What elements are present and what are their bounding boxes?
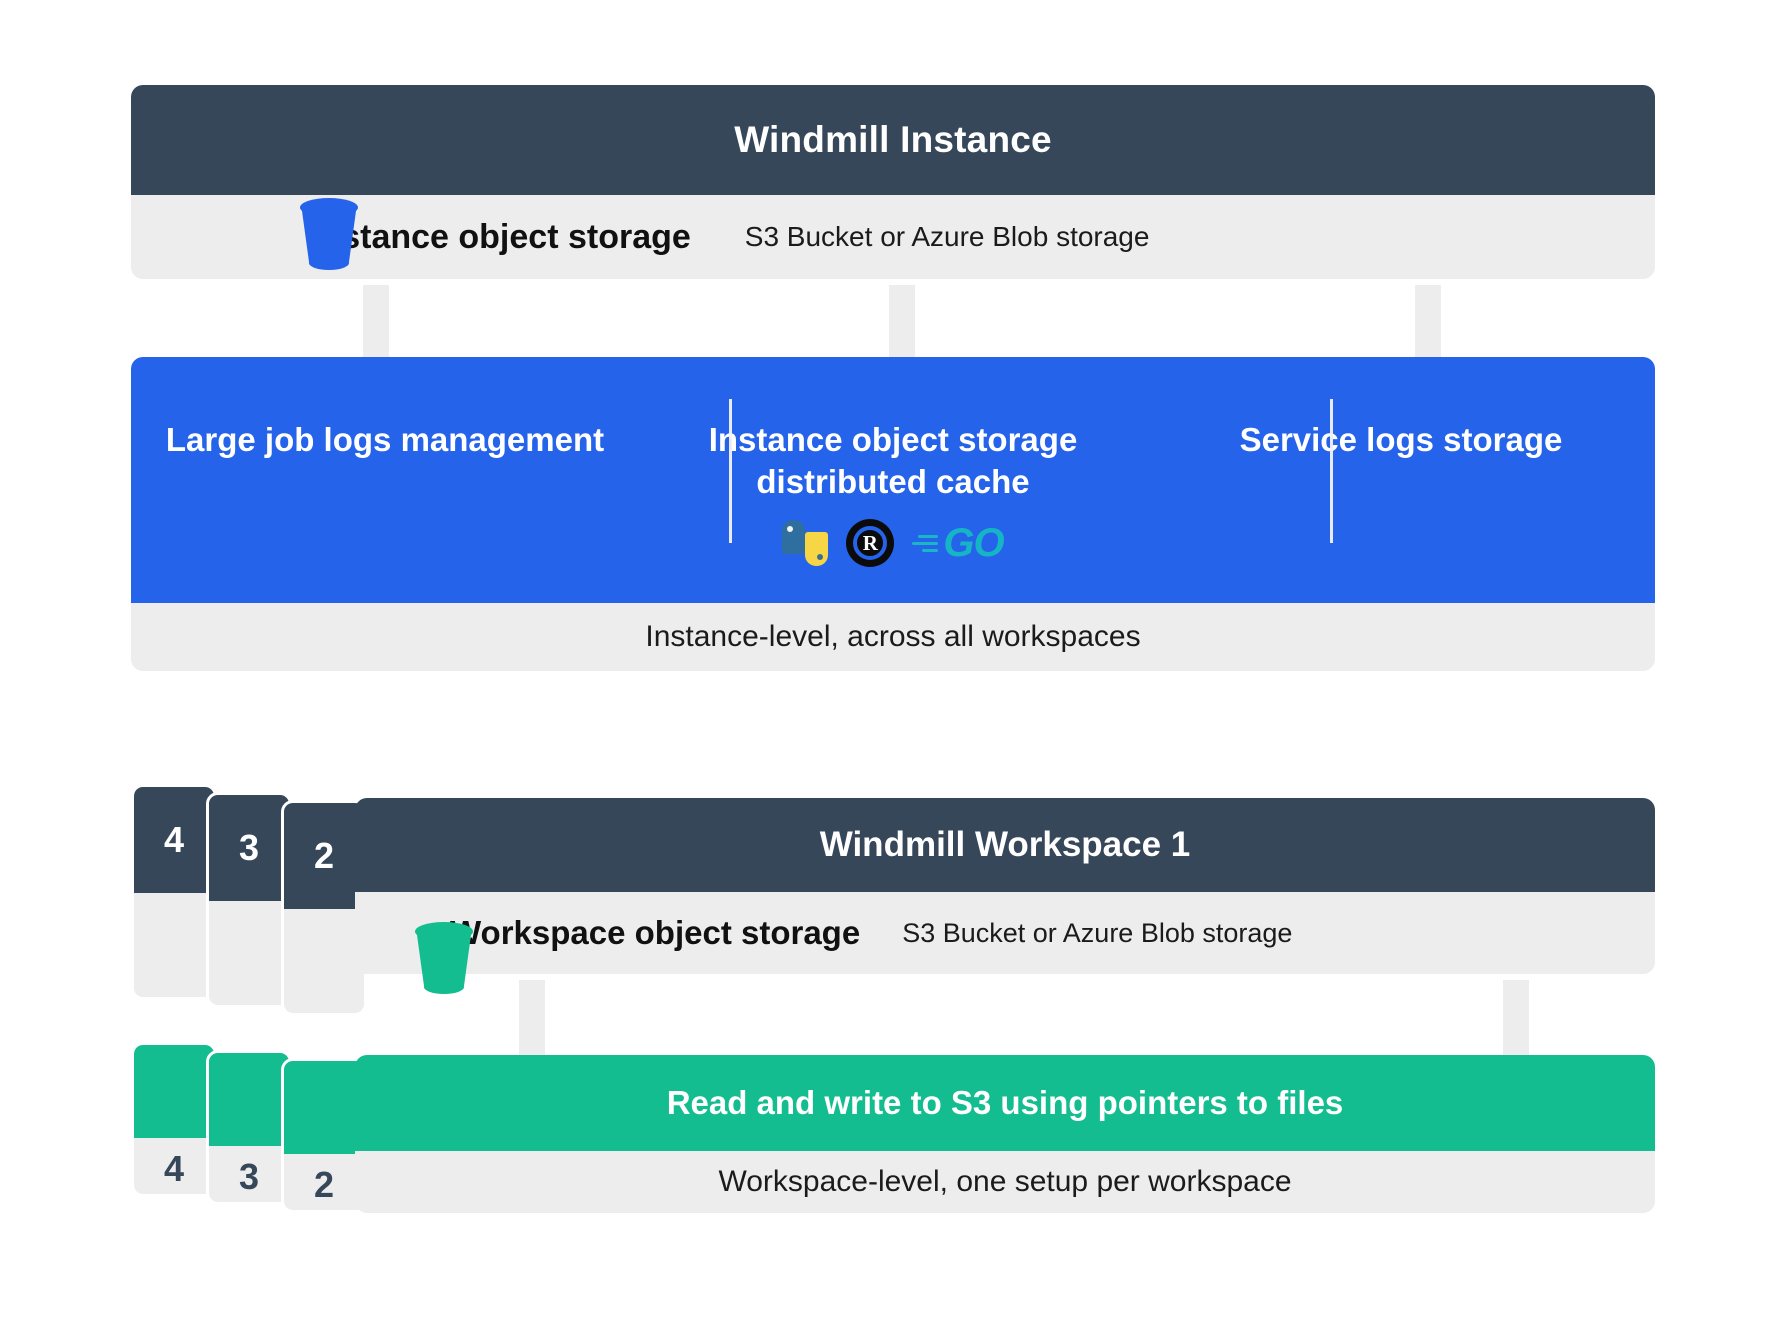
green-stack-number: 3 xyxy=(238,1156,260,1197)
feature-large-job-logs: Large job logs management xyxy=(131,357,639,461)
workspace-stack-number: 3 xyxy=(238,827,260,868)
green-stack-card-2[interactable]: 2 xyxy=(281,1058,367,1213)
green-stack-card-4[interactable]: 4 xyxy=(131,1042,217,1197)
workspace-stack-card-2[interactable]: 2 xyxy=(281,800,367,1016)
feature-title: Service logs storage xyxy=(1239,421,1563,458)
bucket-bottom xyxy=(309,256,349,270)
green-band-text: Read and write to S3 using pointers to f… xyxy=(666,1084,1344,1121)
feature-title: Instance object storage distributed cach… xyxy=(708,421,1078,501)
green-footer: Workspace-level, one setup per workspace xyxy=(355,1151,1655,1213)
column-divider xyxy=(1330,399,1333,543)
instance-storage-row: Instance object storage S3 Bucket or Azu… xyxy=(131,195,1655,279)
language-logos: R GO xyxy=(782,519,1005,568)
bucket-icon xyxy=(300,198,358,270)
workspace-stack-card-3[interactable]: 3 xyxy=(206,792,292,1008)
column-divider xyxy=(729,399,732,543)
go-logo: GO xyxy=(912,521,1005,566)
workspace-storage-row: Workspace object storage S3 Bucket or Az… xyxy=(355,892,1655,974)
feature-distributed-cache: Instance object storage distributed cach… xyxy=(639,357,1147,568)
instance-storage-label: Instance object storage xyxy=(311,217,691,256)
green-stack-number: 2 xyxy=(313,1164,335,1205)
python-logo xyxy=(782,520,829,567)
feature-service-logs: Service logs storage xyxy=(1147,357,1655,461)
instance-footer: Instance-level, across all workspaces xyxy=(131,603,1655,671)
go-logo-text: GO xyxy=(943,521,1004,566)
bucket-bottom xyxy=(424,980,464,994)
workspace-stack-number: 2 xyxy=(313,835,335,876)
bucket-icon xyxy=(415,922,473,994)
green-band: Read and write to S3 using pointers to f… xyxy=(355,1055,1655,1151)
instance-footer-text: Instance-level, across all workspaces xyxy=(645,620,1141,653)
workspace-title: Windmill Workspace 1 xyxy=(355,798,1655,892)
rust-logo: R xyxy=(846,519,895,568)
green-stack-number: 4 xyxy=(163,1148,185,1189)
green-card: Read and write to S3 using pointers to f… xyxy=(355,1055,1655,1213)
workspace-storage-note: S3 Bucket or Azure Blob storage xyxy=(902,917,1293,948)
instance-card: Windmill Instance Instance object storag… xyxy=(131,85,1655,279)
workspace-card: Windmill Workspace 1 Workspace object st… xyxy=(355,798,1655,974)
feature-title: Large job logs management xyxy=(165,421,605,458)
workspace-storage-label: Workspace object storage xyxy=(450,914,861,951)
green-stack-card-3[interactable]: 3 xyxy=(206,1050,292,1205)
rust-logo-letter: R xyxy=(862,530,878,555)
instance-features-band: Large job logs management Instance objec… xyxy=(131,357,1655,603)
instance-storage-note: S3 Bucket or Azure Blob storage xyxy=(744,221,1150,252)
workspace-stack-card-4[interactable]: 4 xyxy=(131,784,217,1000)
instance-title: Windmill Instance xyxy=(131,85,1655,195)
workspace-stack-number: 4 xyxy=(163,819,185,860)
green-footer-text: Workspace-level, one setup per workspace xyxy=(718,1165,1292,1198)
